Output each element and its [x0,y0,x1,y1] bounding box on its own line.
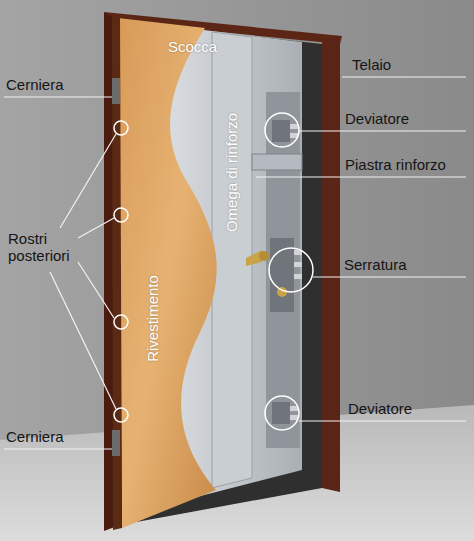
part-label: Omega di rinforzo [224,112,241,231]
part-label: Cerniera [6,76,64,93]
part-label: Rostri posteriori [8,230,80,264]
part-label: Scocca [168,38,217,55]
part-label: Piastra rinforzo [345,156,446,173]
part-label: Telaio [352,56,391,73]
part-label: Rivestimento [143,275,160,362]
part-label: Deviatore [345,110,409,127]
part-label: Cerniera [6,428,64,445]
part-label: Serratura [344,256,407,273]
part-label: Deviatore [348,400,412,417]
